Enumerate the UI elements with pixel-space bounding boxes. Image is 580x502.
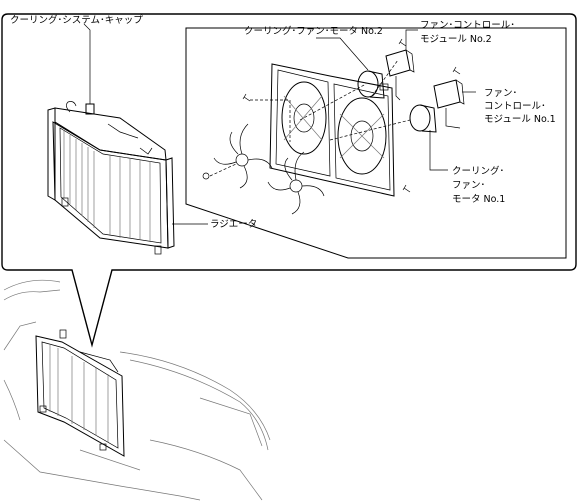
cooling-fan-blade-right — [267, 151, 325, 215]
label-cooling-fan-motor-no1-line1: クーリング･ — [452, 165, 504, 177]
label-fan-control-module-no1-line1: ファン･ — [484, 88, 517, 99]
fan-assembly-inset-frame — [185, 27, 567, 259]
label-cooling-fan-motor-no1-line3: モータ No.1 — [452, 194, 505, 205]
screw-icons — [202, 38, 461, 193]
label-fan-control-module-no1-line2: コントロール･ — [484, 101, 546, 112]
label-cooling-fan-motor-no2: クーリング･ファン･モータ No.2 — [244, 25, 383, 37]
detail-callout-frame — [1, 13, 577, 348]
label-cooling-system-cap: クーリング･システム･キャップ — [10, 14, 143, 26]
label-fan-control-module-no2-line1: ファン･コントロール･ — [420, 20, 515, 31]
cooling-fan-motor-no2 — [357, 70, 389, 99]
label-cooling-fan-motor-no1-line2: ファン･ — [452, 180, 485, 191]
radiator-in-vehicle — [35, 329, 125, 457]
fan-control-module-no2 — [385, 49, 415, 101]
fan-control-module-no1 — [433, 79, 465, 129]
label-fan-control-module-no1-line3: モジュール No.1 — [484, 114, 556, 125]
label-radiator: ラジエータ — [210, 219, 257, 230]
radiator-detail — [47, 101, 175, 255]
vehicle-front-outline — [3, 279, 271, 501]
label-fan-control-module-no2-line2: モジュール No.2 — [420, 34, 492, 45]
fan-shroud — [269, 63, 395, 197]
cooling-fan-motor-no1 — [409, 104, 437, 133]
cooling-fan-blade-left — [213, 123, 273, 189]
